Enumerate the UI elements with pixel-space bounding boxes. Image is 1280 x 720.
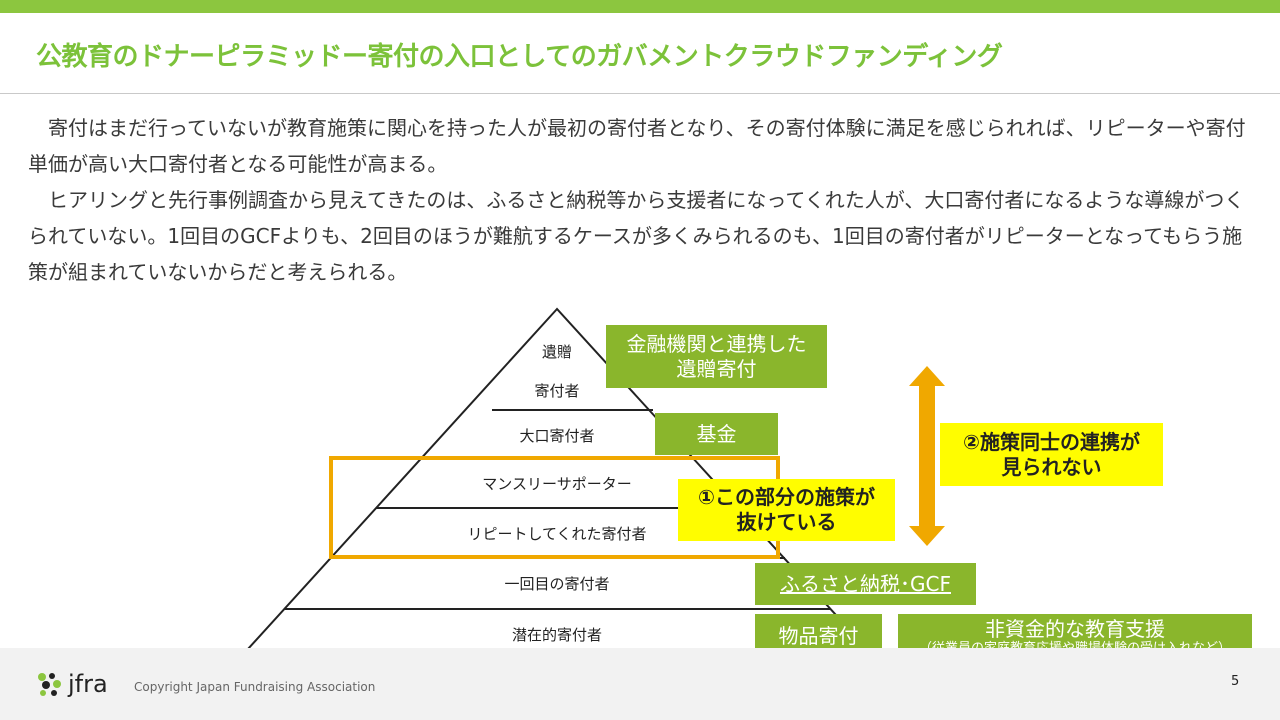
callout-fund: 基金	[655, 413, 778, 455]
jfra-logo-text: jfra	[68, 670, 108, 698]
pyramid-level-donor: 寄付者	[534, 382, 580, 400]
callout-bequest-line2: 遺贈寄付	[676, 356, 757, 381]
callout-no-linkage-line2: 見られない	[1001, 454, 1102, 479]
pyramid-level-bequest: 遺贈	[541, 343, 573, 361]
paragraph-2: ヒアリングと先行事例調査から見えてきたのは、ふるさと納税等から支援者になってくれ…	[28, 188, 1245, 284]
footer	[0, 648, 1280, 720]
body-text: 寄付はまだ行っていないが教育施策に関心を持った人が最初の寄付者となり、その寄付体…	[28, 110, 1258, 290]
callout-no-linkage: ②施策同士の連携が 見られない	[940, 423, 1163, 486]
callout-furusato-label: ふるさと納税･GCF	[780, 571, 951, 596]
top-accent-bar	[0, 0, 1280, 13]
callout-missing-line2: 抜けている	[736, 510, 837, 534]
callout-missing-measures: ①この部分の施策が 抜けている	[678, 479, 895, 541]
pyramid-level-repeat-donor: リピートしてくれた寄付者	[467, 525, 647, 543]
slide-title: 公教育のドナーピラミッドー寄付の入口としてのガバメントクラウドファンディング	[36, 42, 1003, 72]
jfra-logo-mark-icon	[38, 673, 61, 696]
callout-bequest-line1: 金融機関と連携した	[626, 331, 807, 356]
page-number: 5	[1231, 674, 1240, 689]
callout-bequest-donation: 金融機関と連携した 遺贈寄付	[606, 325, 827, 388]
callout-fund-label: 基金	[696, 421, 737, 446]
callout-furusato-gcf: ふるさと納税･GCF	[755, 563, 976, 605]
callout-goods-label: 物品寄付	[778, 623, 859, 648]
callout-no-linkage-line1: ②施策同士の連携が	[963, 429, 1140, 454]
pyramid-level-first-donor: 一回目の寄付者	[504, 575, 610, 593]
paragraph-1: 寄付はまだ行っていないが教育施策に関心を持った人が最初の寄付者となり、その寄付体…	[28, 116, 1246, 176]
double-arrow-icon	[909, 366, 945, 546]
jfra-logo: jfra	[36, 670, 108, 698]
copyright-text: Copyright Japan Fundraising Association	[134, 680, 376, 694]
pyramid-level-potential-donor: 潜在的寄付者	[511, 626, 603, 644]
callout-nonfinancial-title: 非資金的な教育支援	[985, 616, 1165, 641]
pyramid-level-major-donor: 大口寄付者	[519, 427, 595, 445]
title-divider	[0, 93, 1280, 94]
callout-missing-line1: ①この部分の施策が	[698, 485, 875, 509]
pyramid-level-monthly-supporter: マンスリーサポーター	[482, 475, 632, 493]
